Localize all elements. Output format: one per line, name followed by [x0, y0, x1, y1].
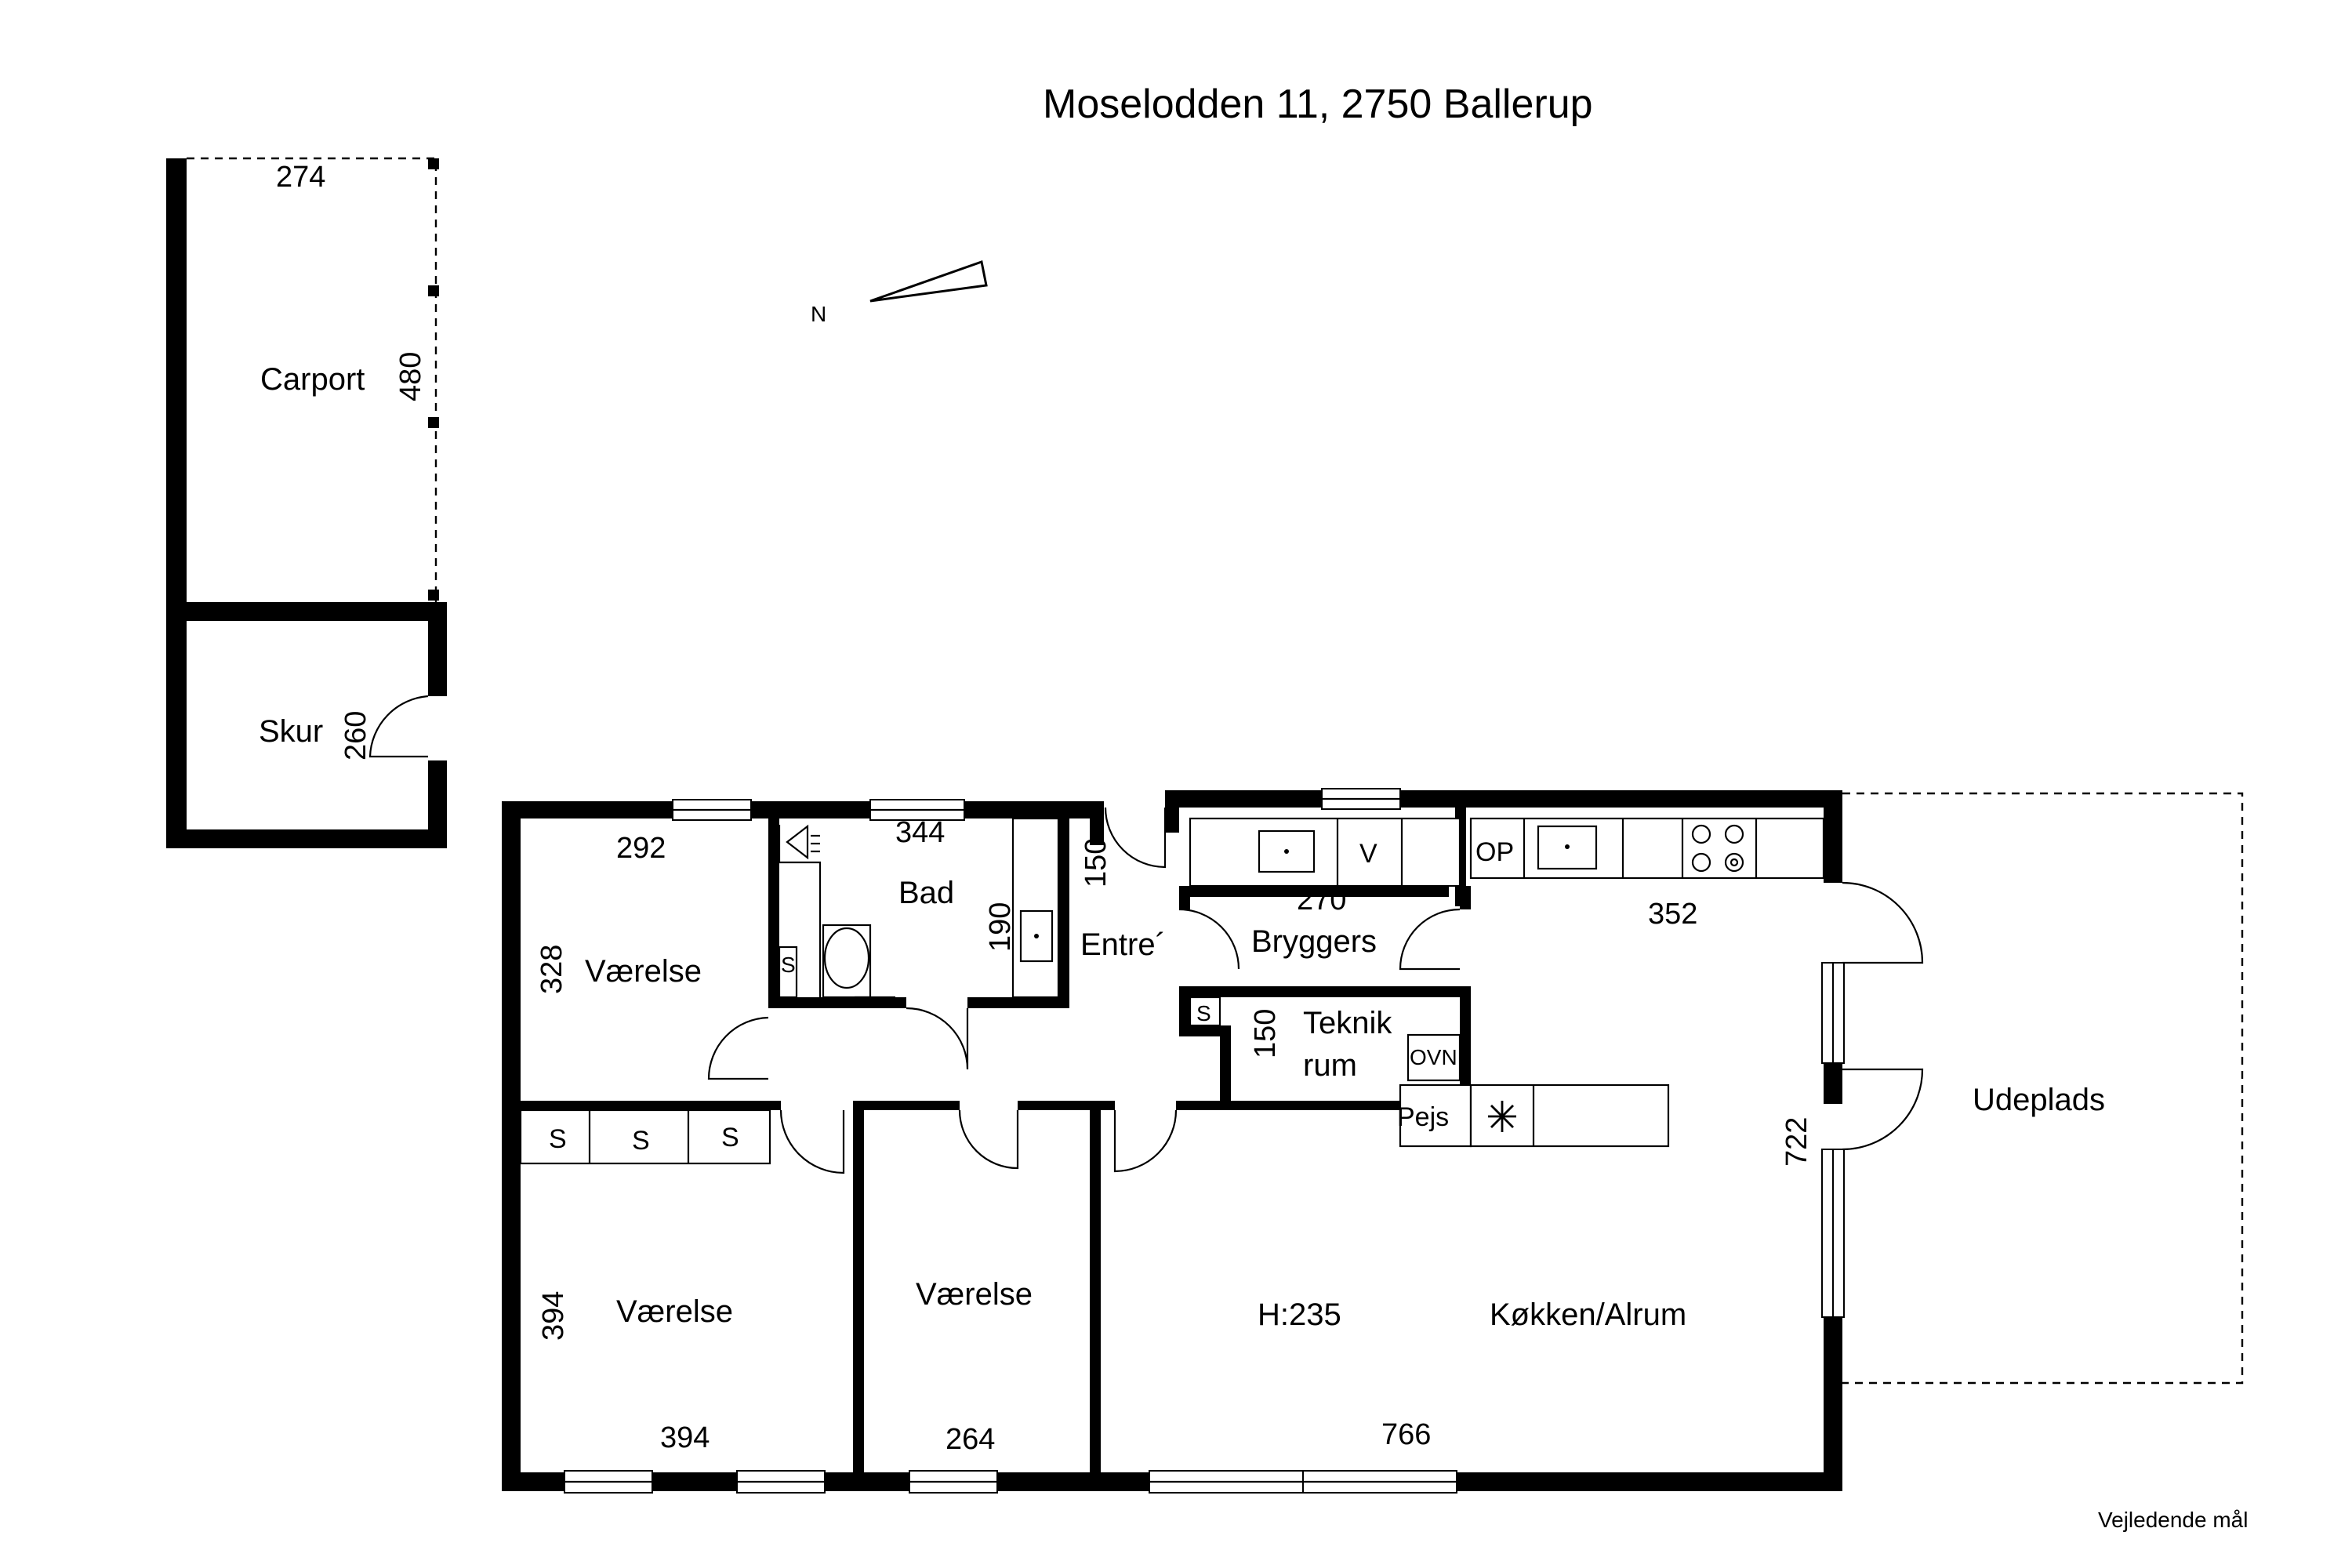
bad-label: Bad: [898, 876, 954, 910]
kitchen-depth: 722: [1780, 1117, 1813, 1167]
ceiling-height: H:235: [1258, 1298, 1341, 1332]
entre-depth: 150: [1080, 838, 1112, 887]
bad-wardrobe-label: S: [781, 953, 796, 977]
carport-label: Carport: [260, 362, 365, 397]
terrace-outline: [1842, 792, 2244, 1385]
entre-label: Entre´: [1080, 927, 1166, 962]
teknik-wardrobe-label: S: [1196, 1001, 1211, 1025]
bryggers-width: 270: [1297, 884, 1346, 916]
bryggers-label: Bryggers: [1251, 924, 1377, 959]
vaerelse-bottom-left-depth: 394: [537, 1291, 570, 1341]
doors: [707, 807, 1924, 1174]
vaerelse-bottom-mid-width: 264: [946, 1423, 995, 1456]
teknik-label-line1: Teknik: [1303, 1006, 1392, 1040]
teknik-depth: 150: [1249, 1009, 1282, 1058]
fireplace-icon: [1488, 1101, 1516, 1132]
op-label: OP: [1475, 837, 1514, 867]
kitchen-bottom-width: 766: [1381, 1418, 1431, 1451]
washer-label: V: [1359, 839, 1377, 869]
vaerelse-top-depth: 328: [535, 945, 568, 994]
plan-title: Moselodden 11, 2750 Ballerup: [1043, 82, 1593, 127]
oven-label: OVN: [1410, 1045, 1457, 1069]
carport-shed-structure: [166, 157, 447, 848]
bad-width: 344: [895, 816, 945, 849]
bathroom-fixtures: [778, 817, 1060, 999]
north-arrow-icon: [869, 260, 988, 303]
skur-label: Skur: [259, 714, 323, 749]
vaerelse-bottom-left-label: Værelse: [616, 1294, 733, 1329]
vaerelse-top-width: 292: [616, 832, 666, 865]
wardrobe-label-1: S: [549, 1124, 567, 1154]
vaerelse-top-label: Værelse: [585, 954, 702, 989]
udeplads-label: Udeplads: [1973, 1083, 2105, 1117]
north-label: N: [811, 302, 826, 326]
kitchen-counter-top: [1189, 817, 1825, 887]
wardrobe-row: [519, 1109, 771, 1165]
carport-width-dimension: 274: [276, 161, 325, 194]
kokken-alrum-label: Køkken/Alrum: [1490, 1298, 1686, 1332]
footer-note: Vejledende mål: [2098, 1508, 2248, 1532]
kitchen-top-width: 352: [1648, 898, 1697, 931]
vaerelse-bottom-left-width: 394: [660, 1421, 710, 1454]
teknik-label-line2: rum: [1303, 1048, 1357, 1083]
teknik-fixtures: [1189, 996, 1670, 1148]
skur-depth-dimension: 260: [339, 711, 372, 760]
wardrobe-label-3: S: [721, 1123, 739, 1152]
wardrobe-label-2: S: [632, 1126, 650, 1156]
fireplace-label: Pejs: [1397, 1102, 1449, 1132]
carport-depth-dimension: 480: [394, 352, 427, 401]
windows: [564, 788, 1845, 1494]
vaerelse-bottom-mid-label: Værelse: [916, 1277, 1033, 1312]
bad-depth: 190: [984, 902, 1017, 952]
